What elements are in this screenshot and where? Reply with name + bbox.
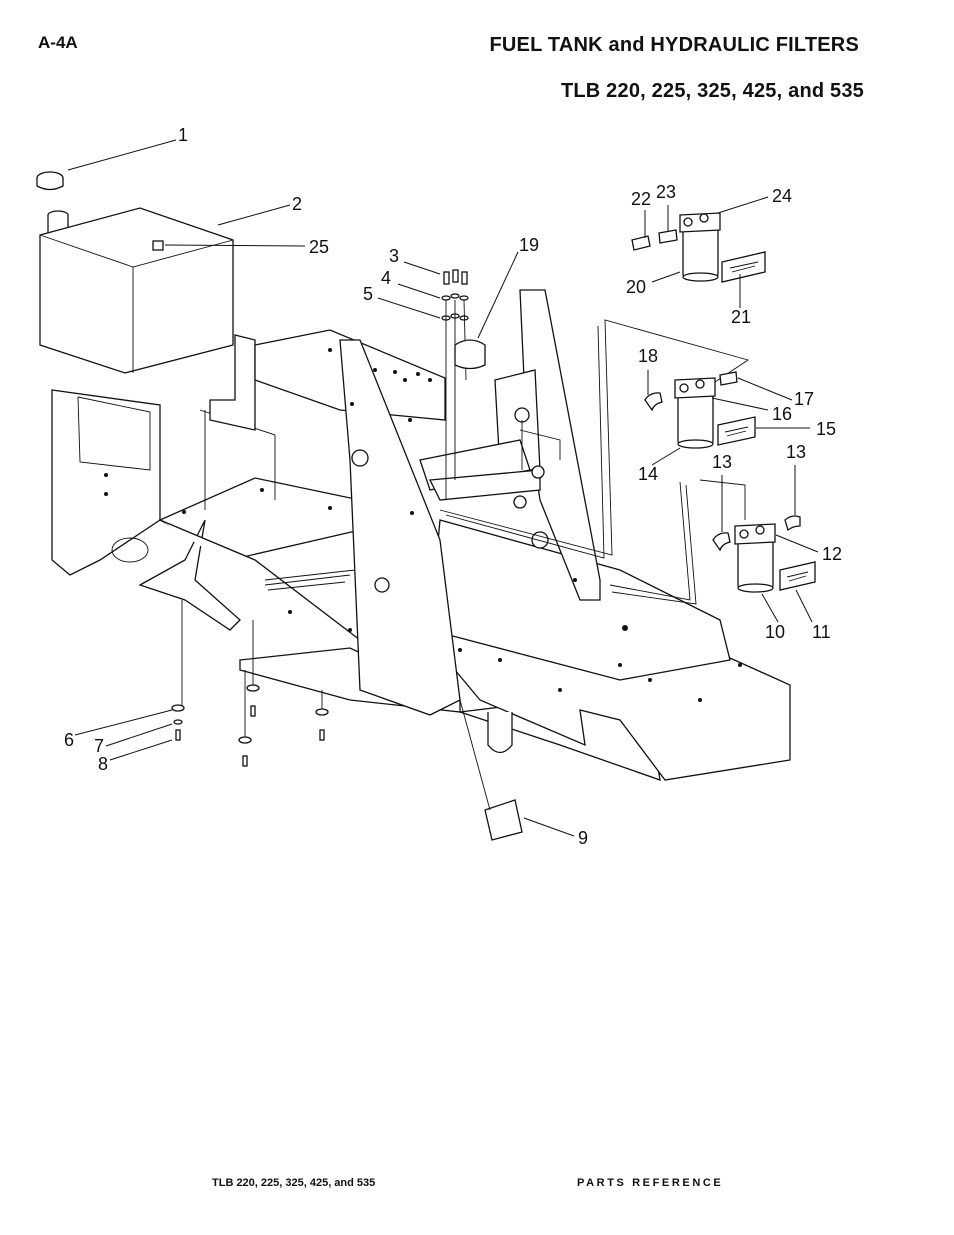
footer-models: TLB 220, 225, 325, 425, and 535 [212, 1177, 376, 1189]
page-code: A-4A [38, 33, 78, 52]
callout-19: 19 [519, 235, 539, 255]
callout-22: 22 [631, 189, 651, 209]
callout-3: 3 [389, 246, 399, 266]
fuel-tank [36, 171, 234, 374]
callout-13-left: 13 [712, 452, 732, 472]
callout-6: 6 [64, 730, 74, 750]
callout-25: 25 [309, 237, 329, 257]
callout-5: 5 [363, 284, 373, 304]
callout-7: 7 [94, 736, 104, 756]
leader-lines [67, 139, 819, 837]
callout-20: 20 [626, 277, 646, 297]
callout-1: 1 [178, 125, 188, 145]
filter-assembly-lower [712, 515, 816, 593]
callout-21: 21 [731, 307, 751, 327]
hydraulic-lines [439, 319, 750, 605]
frame-holes [104, 348, 742, 702]
callout-labels: 1 2 3 4 5 6 7 8 9 10 11 12 13 13 14 15 1… [64, 125, 842, 848]
callout-9: 9 [578, 828, 588, 848]
callout-4: 4 [381, 268, 391, 288]
chassis-frame [51, 289, 791, 781]
callout-2: 2 [292, 194, 302, 214]
fasteners [171, 269, 523, 841]
callout-18: 18 [638, 346, 658, 366]
callout-13-right: 13 [786, 442, 806, 462]
callout-16: 16 [772, 404, 792, 424]
callout-17: 17 [794, 389, 814, 409]
filter-assembly-upper [631, 212, 766, 283]
callout-24: 24 [772, 186, 792, 206]
callout-23: 23 [656, 182, 676, 202]
callout-15: 15 [816, 419, 836, 439]
page-title: FUEL TANK and HYDRAULIC FILTERS [489, 34, 859, 56]
filter-assembly-middle [644, 371, 756, 449]
page-subtitle: TLB 220, 225, 325, 425, and 535 [560, 80, 864, 102]
callout-10: 10 [765, 622, 785, 642]
callout-11: 11 [812, 622, 831, 642]
callout-8: 8 [98, 754, 108, 774]
footer-section: PARTS REFERENCE [577, 1177, 724, 1189]
callout-12: 12 [822, 544, 842, 564]
callout-14: 14 [638, 464, 658, 484]
